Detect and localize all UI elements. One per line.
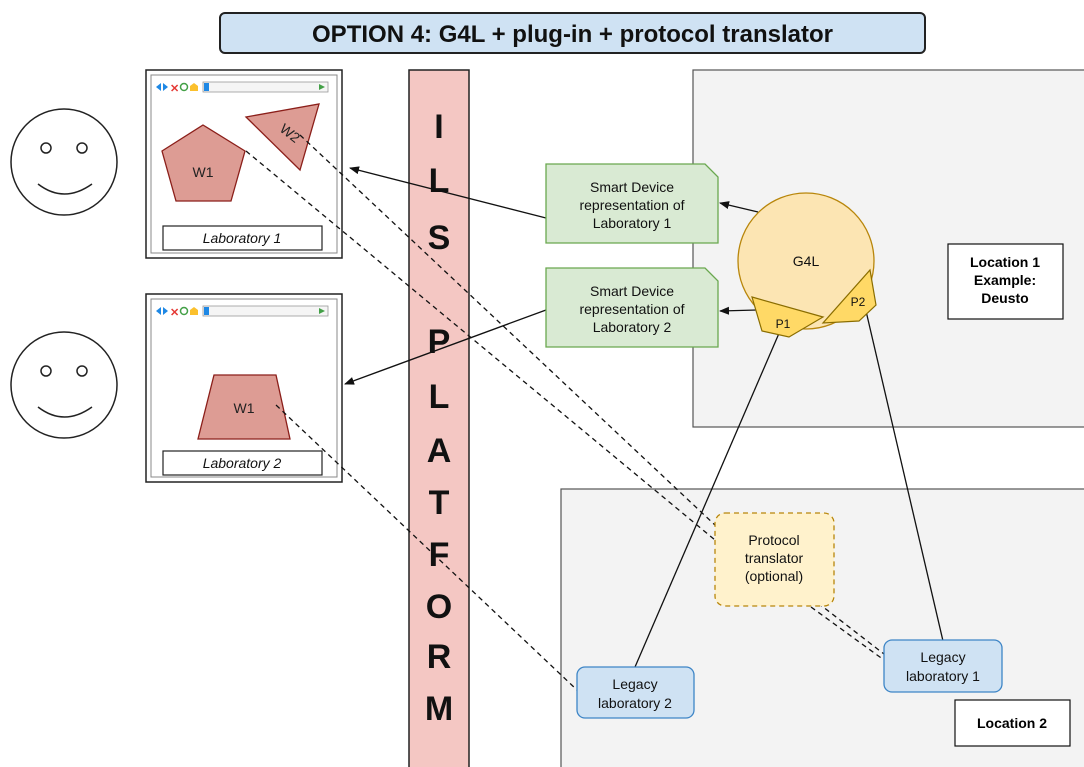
- platform-letter: I: [434, 108, 443, 146]
- site-icon: [204, 307, 209, 315]
- laboratory-1-caption: Laboratory 1: [203, 230, 282, 246]
- location-1-line1: Location 1: [970, 254, 1040, 270]
- browser-toolbar: ✕: [156, 81, 329, 95]
- platform-letters: I L S P L A T F O R M: [425, 108, 453, 728]
- home-icon[interactable]: [190, 307, 198, 315]
- forward-icon[interactable]: [163, 307, 168, 315]
- browser-toolbar: ✕: [156, 305, 329, 319]
- legacy-laboratory-1: Legacy laboratory 1: [883, 639, 1003, 693]
- platform-letter: R: [427, 638, 452, 676]
- platform-letter: T: [429, 484, 450, 522]
- widget-w1-shape: [197, 374, 291, 440]
- g4l-node: G4L P1 P2: [737, 192, 877, 338]
- platform-letter: M: [425, 690, 453, 728]
- site-icon: [204, 83, 209, 91]
- stop-icon[interactable]: ✕: [170, 83, 179, 95]
- back-icon[interactable]: [156, 83, 161, 91]
- legacy-1-line1: Legacy: [920, 649, 965, 665]
- platform-letter: P: [428, 323, 451, 361]
- translator-line1: Protocol: [748, 532, 799, 548]
- plugin-p2-shape: [821, 268, 877, 324]
- forward-icon[interactable]: [163, 83, 168, 91]
- widget-w1-label: W1: [193, 164, 214, 180]
- user-smiley-2-icon: [10, 331, 118, 439]
- smart-device-1-line1: Smart Device: [590, 179, 674, 195]
- solid-connections: [344, 166, 944, 668]
- browser-window-2: ✕ W1 Laboratory 2: [145, 293, 343, 483]
- address-bar[interactable]: [202, 305, 329, 317]
- translator-line3: (optional): [745, 568, 803, 584]
- platform-letter: O: [426, 588, 452, 626]
- platform-letter: F: [429, 536, 450, 574]
- legacy-laboratory-2: Legacy laboratory 2: [576, 666, 695, 719]
- smart-device-1-line2: representation of: [579, 197, 684, 213]
- go-icon[interactable]: [319, 84, 325, 90]
- location-1-line2: Example:: [974, 272, 1036, 288]
- go-icon[interactable]: [319, 308, 325, 314]
- location-2-label: Location 2: [954, 699, 1071, 747]
- location-2-text: Location 2: [977, 715, 1047, 731]
- refresh-icon[interactable]: [179, 82, 189, 92]
- smart-device-1-line3: Laboratory 1: [593, 215, 672, 231]
- legacy-1-line2: laboratory 1: [906, 668, 980, 684]
- browser-window-1: ✕ W1 W2 Laboratory 1: [145, 69, 343, 259]
- platform-letter: L: [429, 162, 450, 200]
- smart-device-2: Smart Device representation of Laborator…: [545, 267, 719, 348]
- user-smiley-1-icon: [10, 108, 118, 216]
- laboratory-2-caption: Laboratory 2: [203, 455, 282, 471]
- widget-w2-shape: [244, 103, 320, 172]
- smart-device-2-line2: representation of: [579, 301, 684, 317]
- platform-letter: A: [427, 432, 452, 470]
- smart-device-2-line3: Laboratory 2: [593, 319, 672, 335]
- smart-device-1: Smart Device representation of Laborator…: [545, 163, 719, 244]
- back-icon[interactable]: [156, 307, 161, 315]
- location-1-line3: Deusto: [981, 290, 1028, 306]
- translator-line2: translator: [745, 550, 804, 566]
- legacy-2-line2: laboratory 2: [598, 695, 672, 711]
- home-icon[interactable]: [190, 83, 198, 91]
- plugin-p1-label: P1: [776, 317, 791, 331]
- protocol-translator: Protocol translator (optional): [714, 512, 835, 607]
- location-1-label: Location 1 Example: Deusto: [947, 243, 1064, 320]
- legacy-2-line1: Legacy: [612, 676, 657, 692]
- refresh-icon[interactable]: [179, 306, 189, 316]
- plugin-p1-shape: [751, 296, 825, 338]
- stop-icon[interactable]: ✕: [170, 307, 179, 319]
- dashed-connections: [245, 134, 885, 691]
- smart-device-2-line1: Smart Device: [590, 283, 674, 299]
- widget-w1-shape: [161, 124, 246, 202]
- widget-w1-label: W1: [234, 400, 255, 416]
- title-banner: OPTION 4: G4L + plug-in + protocol trans…: [219, 12, 926, 54]
- platform-letter: S: [428, 219, 451, 257]
- g4l-label: G4L: [793, 253, 820, 269]
- address-bar[interactable]: [202, 81, 329, 93]
- diagram-title: OPTION 4: G4L + plug-in + protocol trans…: [312, 21, 833, 48]
- plugin-p2-label: P2: [851, 295, 866, 309]
- platform-letter: L: [429, 378, 450, 416]
